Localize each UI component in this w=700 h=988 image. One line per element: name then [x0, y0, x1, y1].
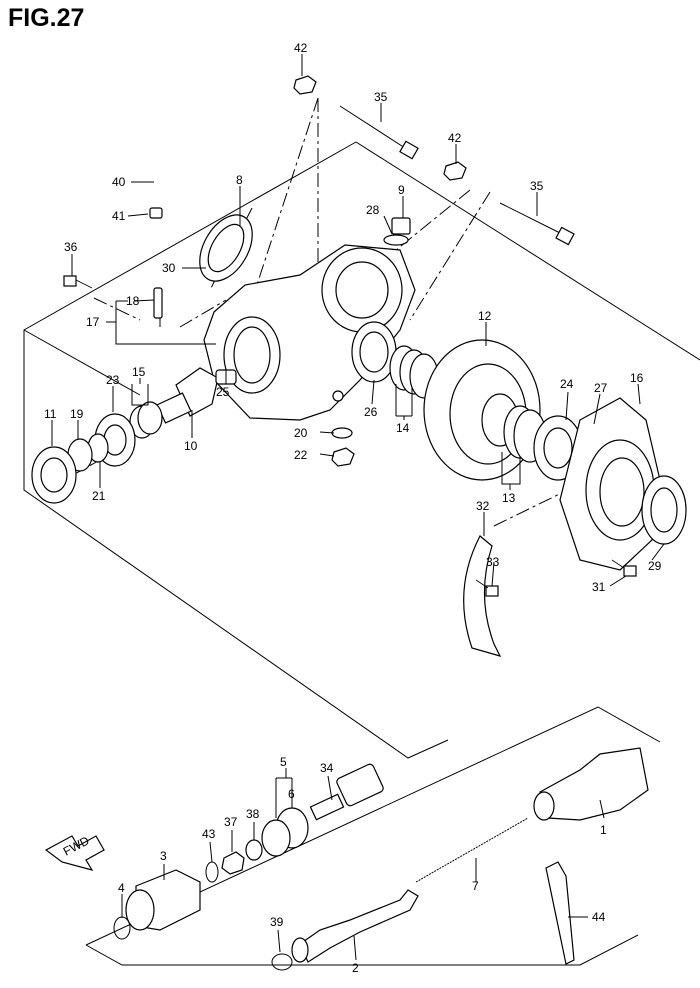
universal-joint	[309, 763, 384, 821]
label-20: 20	[294, 426, 308, 440]
label-21: 21	[92, 489, 106, 503]
forward-arrow: FWD	[44, 833, 105, 871]
label-42-right: 42	[448, 131, 462, 145]
bolt-35-right	[499, 202, 575, 246]
label-35-upper: 35	[374, 90, 388, 104]
bearing-housing	[125, 869, 201, 931]
hose-clip	[149, 207, 163, 219]
label-22: 22	[294, 448, 308, 462]
lower-group-frame	[85, 706, 661, 966]
nut-42-upper	[293, 75, 317, 95]
leader-lines	[51, 54, 665, 961]
upper-group-frame	[23, 141, 700, 759]
breather-hose	[153, 144, 214, 205]
label-28: 28	[366, 203, 380, 217]
label-25: 25	[216, 385, 230, 399]
label-12: 12	[478, 309, 492, 323]
label-4: 4	[118, 881, 125, 895]
label-2: 2	[352, 961, 359, 975]
gear-case-cover	[559, 397, 661, 571]
label-17: 17	[86, 315, 100, 329]
label-13: 13	[502, 491, 516, 505]
label-18: 18	[126, 294, 140, 308]
breather-pipe	[153, 287, 163, 319]
label-40: 40	[112, 175, 126, 189]
pinion-nut	[31, 446, 77, 504]
bolt-31	[611, 559, 637, 577]
label-9: 9	[398, 183, 405, 197]
label-14: 14	[396, 421, 410, 435]
label-1: 1	[600, 823, 607, 837]
gear-case	[203, 244, 416, 421]
label-19: 19	[70, 407, 84, 421]
label-30: 30	[162, 261, 176, 275]
label-10: 10	[184, 439, 198, 453]
figure-title: FIG.27	[8, 4, 85, 32]
label-44: 44	[592, 910, 606, 924]
drive-shaft	[291, 889, 419, 963]
label-11: 11	[44, 407, 57, 421]
label-32: 32	[476, 499, 490, 513]
label-23: 23	[106, 373, 120, 387]
label-37: 37	[224, 815, 238, 829]
propeller-shaft-boot	[533, 747, 649, 821]
shaft-spring	[415, 817, 529, 883]
label-5: 5	[280, 755, 287, 769]
label-35-right: 35	[530, 179, 544, 193]
part-number-labels: 42 35 42 35 40 8 9 41 28 36 30 18 17 12 …	[44, 41, 662, 975]
pinion-gear	[156, 367, 237, 424]
label-16: 16	[630, 371, 644, 385]
pinion-shims	[129, 401, 163, 439]
label-43: 43	[202, 827, 216, 841]
oil-seal-30	[199, 214, 253, 282]
label-3: 3	[160, 849, 167, 863]
nut-42-right	[443, 161, 467, 181]
cable-tie	[545, 861, 575, 965]
bolt-35-upper	[339, 105, 419, 160]
label-29: 29	[648, 559, 662, 573]
label-26: 26	[364, 405, 378, 419]
label-33: 33	[486, 555, 500, 569]
filler-plug	[383, 217, 411, 246]
bolt-36	[63, 275, 93, 289]
o-ring-39	[271, 953, 293, 971]
label-42-upper: 42	[294, 41, 308, 55]
label-15: 15	[132, 365, 146, 379]
ring-gear-bearing	[351, 321, 397, 383]
label-36: 36	[64, 240, 78, 254]
washer-38	[245, 839, 263, 861]
label-27: 27	[594, 381, 608, 395]
label-31: 31	[592, 580, 606, 594]
label-38: 38	[246, 807, 260, 821]
label-7: 7	[472, 879, 479, 893]
label-8: 8	[236, 173, 243, 187]
nut-37	[221, 851, 245, 875]
label-41: 41	[112, 209, 126, 223]
label-6: 6	[288, 787, 295, 801]
label-39: 39	[270, 915, 284, 929]
stopper-plate	[463, 535, 502, 657]
label-34: 34	[320, 761, 334, 775]
washer-20	[331, 427, 353, 439]
bearing-6	[261, 807, 309, 857]
nut-22	[331, 447, 355, 467]
circlip-43	[205, 861, 219, 883]
oil-seal-29	[641, 475, 687, 545]
label-24: 24	[560, 377, 574, 391]
